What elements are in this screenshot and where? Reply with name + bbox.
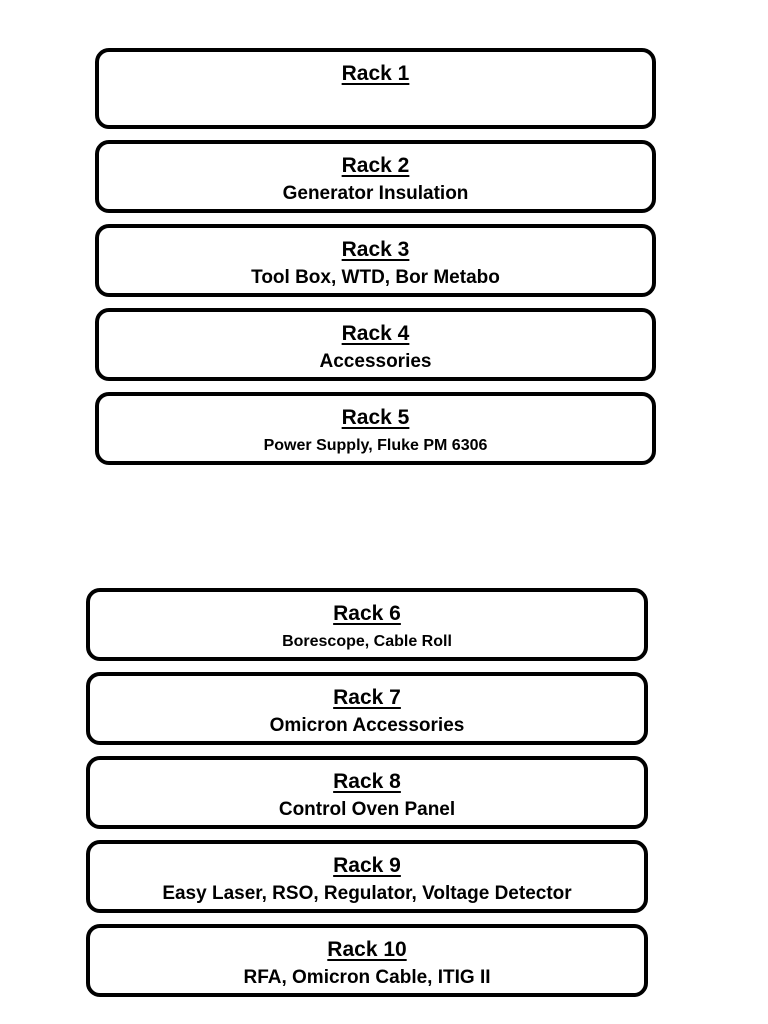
rack-title: Rack 9 <box>333 854 401 877</box>
rack-box-4[interactable]: Rack 4 Accessories <box>95 308 656 381</box>
rack-title: Rack 3 <box>341 238 410 261</box>
rack-box-9[interactable]: Rack 9 Easy Laser, RSO, Regulator, Volta… <box>86 840 648 913</box>
rack-subtitle: Generator Insulation <box>282 183 469 204</box>
rack-box-7[interactable]: Rack 7 Omicron Accessories <box>86 672 648 745</box>
rack-box-6[interactable]: Rack 6 Borescope, Cable Roll <box>86 588 648 661</box>
rack-group-lower: Rack 6 Borescope, Cable Roll Rack 7 Omic… <box>86 588 648 997</box>
rack-box-8[interactable]: Rack 8 Control Oven Panel <box>86 756 648 829</box>
rack-subtitle: RFA, Omicron Cable, ITIG II <box>243 967 491 988</box>
rack-subtitle: Easy Laser, RSO, Regulator, Voltage Dete… <box>162 883 572 904</box>
rack-group-upper: Rack 1 Rack 2 Generator Insulation Rack … <box>95 48 656 465</box>
rack-subtitle: Power Supply, Fluke PM 6306 <box>263 437 488 454</box>
rack-subtitle: Control Oven Panel <box>278 799 456 820</box>
rack-box-3[interactable]: Rack 3 Tool Box, WTD, Bor Metabo <box>95 224 656 297</box>
rack-box-10[interactable]: Rack 10 RFA, Omicron Cable, ITIG II <box>86 924 648 997</box>
rack-subtitle: Omicron Accessories <box>269 715 465 736</box>
rack-box-1[interactable]: Rack 1 <box>95 48 656 129</box>
rack-subtitle: Accessories <box>319 351 432 372</box>
rack-title: Rack 2 <box>341 154 410 177</box>
rack-subtitle: Borescope, Cable Roll <box>282 633 452 650</box>
rack-title: Rack 8 <box>333 770 401 793</box>
rack-title: Rack 6 <box>333 602 401 625</box>
rack-box-2[interactable]: Rack 2 Generator Insulation <box>95 140 656 213</box>
rack-title: Rack 7 <box>333 686 401 709</box>
rack-subtitle: Tool Box, WTD, Bor Metabo <box>251 267 500 288</box>
rack-title: Rack 1 <box>341 62 410 85</box>
rack-title: Rack 4 <box>341 322 410 345</box>
rack-title: Rack 5 <box>341 406 410 429</box>
rack-title: Rack 10 <box>327 938 407 961</box>
rack-box-5[interactable]: Rack 5 Power Supply, Fluke PM 6306 <box>95 392 656 465</box>
